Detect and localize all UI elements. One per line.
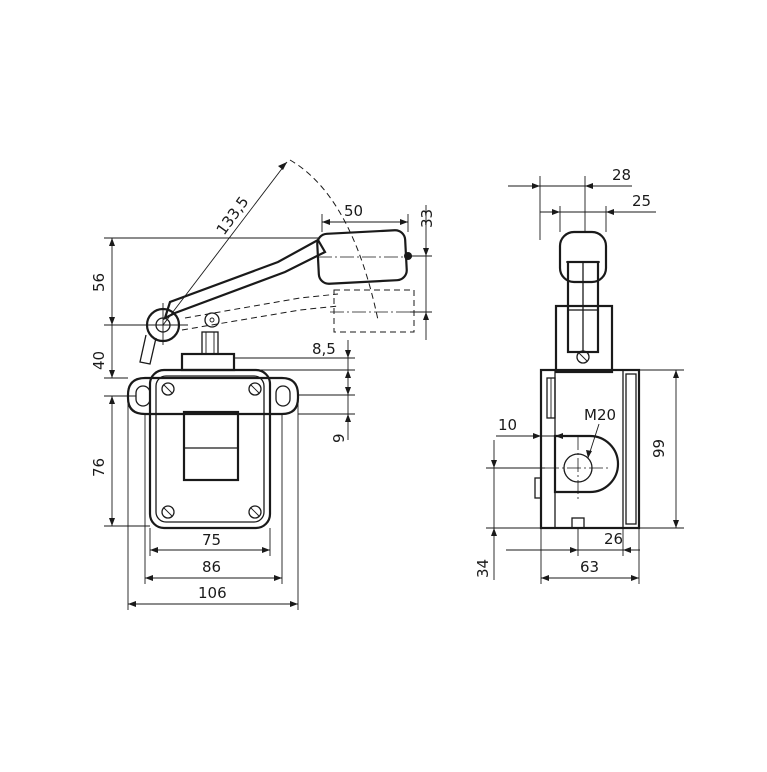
dim-foot-width: 106: [198, 584, 227, 602]
indicator-window: [182, 410, 240, 482]
dim-body-depth: 63: [580, 558, 599, 576]
dim-conduit-offset: 10: [498, 416, 517, 434]
dim-foot-height: 9: [330, 433, 348, 443]
lever-arm: [163, 238, 327, 321]
plunger: [201, 331, 219, 355]
side-dimensions: 28 25 10 M20 99 34: [474, 166, 684, 584]
plunger-roller: [204, 312, 220, 328]
foot-slot-left: [135, 385, 151, 407]
screw-bottom-right: [248, 505, 262, 519]
mounting-foot: [126, 376, 300, 416]
dim-conduit-center: 34: [474, 559, 492, 578]
side-boss: [571, 517, 585, 529]
side-head: [554, 304, 614, 374]
switch-cover: [155, 375, 265, 523]
screw-bottom-left: [161, 505, 175, 519]
dim-lever-height: 56: [90, 273, 108, 292]
dim-bolt-spacing: 75: [202, 531, 221, 549]
side-view: [534, 230, 641, 530]
dim-roller-inner: 25: [632, 192, 651, 210]
foot-slot-right: [275, 385, 291, 407]
dim-pivot-height: 40: [90, 351, 108, 370]
dim-body-height-side: 99: [650, 439, 668, 458]
roller-alt-position: [333, 289, 415, 333]
side-pivot: [576, 350, 590, 364]
dim-lever-width: 50: [344, 202, 363, 220]
dim-body-height-front: 76: [90, 458, 108, 477]
dim-conduit-thread: M20: [584, 406, 616, 424]
front-view: [126, 159, 420, 530]
dim-plunger-offset: 8,5: [312, 340, 336, 358]
dim-body-width: 86: [202, 558, 221, 576]
screw-top-right: [248, 382, 262, 396]
lever-hub: [139, 334, 157, 365]
conduit-entry: [553, 434, 620, 494]
dim-side-offset: 26: [604, 530, 623, 548]
lever-alt-position: [184, 293, 339, 319]
dim-roller-width: 28: [612, 166, 631, 184]
roller-axle: [404, 252, 412, 260]
head-block: [180, 352, 236, 372]
swing-arc: [289, 159, 379, 321]
dim-roller-offset: 33: [418, 209, 436, 228]
screw-top-left: [161, 382, 175, 396]
